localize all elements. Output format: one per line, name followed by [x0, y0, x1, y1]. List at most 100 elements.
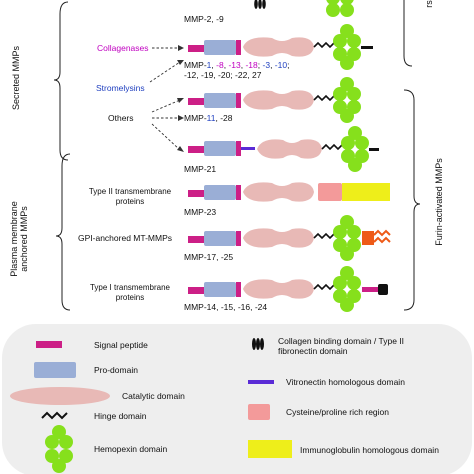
signal-peptide [188, 236, 204, 243]
hinge-domain [313, 94, 335, 102]
others-label: Others [108, 113, 134, 123]
stromelysins-arrowhead [177, 60, 184, 65]
mmp-number-part: -3 [262, 60, 271, 70]
mmp-number-part: , [270, 60, 275, 70]
mmp-number-part: , -28 [215, 113, 233, 123]
furin-brace [403, 89, 421, 311]
legend-collagen-line1: Collagen binding domain / Type II [278, 336, 405, 346]
legend-immunoglobulin: Immunoglobulin homologous domain [300, 445, 439, 455]
gpi-anchor-zigzag [373, 229, 391, 244]
pro-domain-cap [236, 282, 241, 297]
legend-vitronectin: Vitronectin homologous domain [286, 377, 405, 387]
mmp-number-part: 1 [206, 60, 212, 70]
others-arrowhead-2 [178, 115, 184, 121]
membrane-label-line2: anchored MMPs [19, 206, 29, 272]
legend-icons [10, 338, 292, 473]
signal-peptide [188, 287, 204, 294]
pro-domain [204, 40, 236, 55]
hinge-domain [313, 232, 335, 240]
hemopexin-domain [333, 215, 361, 261]
type2-label-line1: Type II transmembrane [88, 187, 172, 196]
legend-collagen-binding: Collagen binding domain / Type II fibron… [278, 336, 404, 356]
mmp-number-part: 11 [206, 113, 216, 123]
row-mmp17-25 [188, 215, 391, 261]
secreted-brace [53, 1, 69, 161]
pro-domain [204, 185, 236, 200]
catalytic-domain [243, 37, 314, 57]
pro-domain-cap [236, 231, 241, 246]
pro-domain [204, 231, 236, 246]
type1-label-line2: proteins [115, 292, 145, 302]
vitronectin-icon [248, 380, 274, 384]
others-arrow-3 [151, 123, 181, 151]
row-mmp2-9 [254, 0, 354, 17]
others-arrow-1 [151, 99, 181, 113]
mmp-number-part: , [211, 60, 217, 70]
hinge-domain [313, 283, 335, 291]
collagenases-arrowhead [178, 45, 184, 51]
hemopexin-domain [333, 266, 361, 312]
legend-cysteine-proline: Cysteine/proline rich region [286, 407, 389, 417]
hemopexin-domain [326, 0, 354, 17]
hemopexin-domain-icon [45, 425, 73, 473]
pro-domain [204, 93, 236, 108]
c-terminal-tail [369, 148, 379, 151]
row1-mmp-names: MMP-2, -9 [184, 14, 224, 24]
top-right-brace [403, 0, 413, 67]
hemopexin-domain [333, 77, 361, 123]
secreted-mmps-label: Secreted MMPs [11, 45, 21, 111]
vitronectin-insert [241, 147, 255, 150]
pro-domain-cap [236, 40, 241, 55]
row-mmp11-28-names: MMP-11, -28 [184, 113, 233, 123]
mmp-number-part: -10 [274, 60, 288, 70]
signal-peptide-icon [36, 341, 62, 348]
mmp-number-part: ; [287, 60, 290, 70]
gpi-anchor-block [362, 231, 374, 245]
pro-domain [204, 141, 236, 156]
c-terminal-tail [361, 46, 373, 49]
type2-transmembrane-label: Type II transmembrane proteins [78, 187, 182, 206]
hinge-domain [321, 143, 343, 151]
signal-peptide [188, 190, 204, 197]
mmp-number-part: ; [257, 60, 263, 70]
hinge-domain-icon [41, 411, 68, 420]
collagen-binding-motif [254, 0, 266, 9]
type2-label-line2: proteins [115, 196, 145, 206]
collagen-binding-icon [252, 338, 264, 350]
stromelysins-mmp-names: -12, -19, -20; -22, 27 [184, 70, 262, 80]
gpi-anchored-label: GPI-anchored MT-MMPs [78, 233, 172, 243]
mmp-number-part: MMP- [184, 113, 207, 123]
membrane-label-line1: Plasma membrane [9, 201, 19, 277]
furin-activated-label: Furin-activated MMPs [434, 158, 444, 246]
membrane-mmps-label: Plasma membrane anchored MMPs [9, 194, 31, 284]
hemopexin-domain [341, 126, 369, 172]
row-mmp14-15-16-24 [188, 266, 388, 312]
collagenases-mmp-names: MMP-1, -8, -13, -18; -3, -10; [184, 60, 289, 70]
row-mmp21-names: MMP-21 [184, 164, 217, 174]
immunoglobulin-icon [248, 440, 292, 458]
signal-peptide [188, 98, 204, 105]
membrane-brace [55, 153, 71, 311]
pro-domain [204, 282, 236, 297]
right-top-label-fragment: rs [424, 0, 434, 8]
type1-transmembrane-label: Type I transmembrane proteins [78, 283, 182, 302]
row-mmp17-25-names: MMP-17, -25 [184, 252, 234, 262]
others-arrowhead-3 [177, 146, 184, 152]
pro-domain-cap [236, 141, 241, 156]
mmp-number-part: -13 [228, 60, 241, 70]
stromelysins-arrow [149, 61, 181, 83]
row-mmp23 [188, 182, 390, 202]
legend-hemopexin-domain: Hemopexin domain [94, 444, 168, 454]
row-collagenases [188, 24, 373, 70]
mmp-number-part: , [223, 60, 229, 70]
catalytic-domain [243, 279, 314, 299]
mmp-number-part: -8 [216, 60, 224, 70]
signal-peptide [188, 146, 204, 153]
legend-pro-domain: Pro-domain [94, 365, 138, 375]
legend-signal-peptide: Signal peptide [94, 340, 148, 350]
signal-peptide [188, 45, 204, 52]
pro-domain-cap [236, 93, 241, 108]
legend-hinge-domain: Hinge domain [94, 411, 147, 421]
